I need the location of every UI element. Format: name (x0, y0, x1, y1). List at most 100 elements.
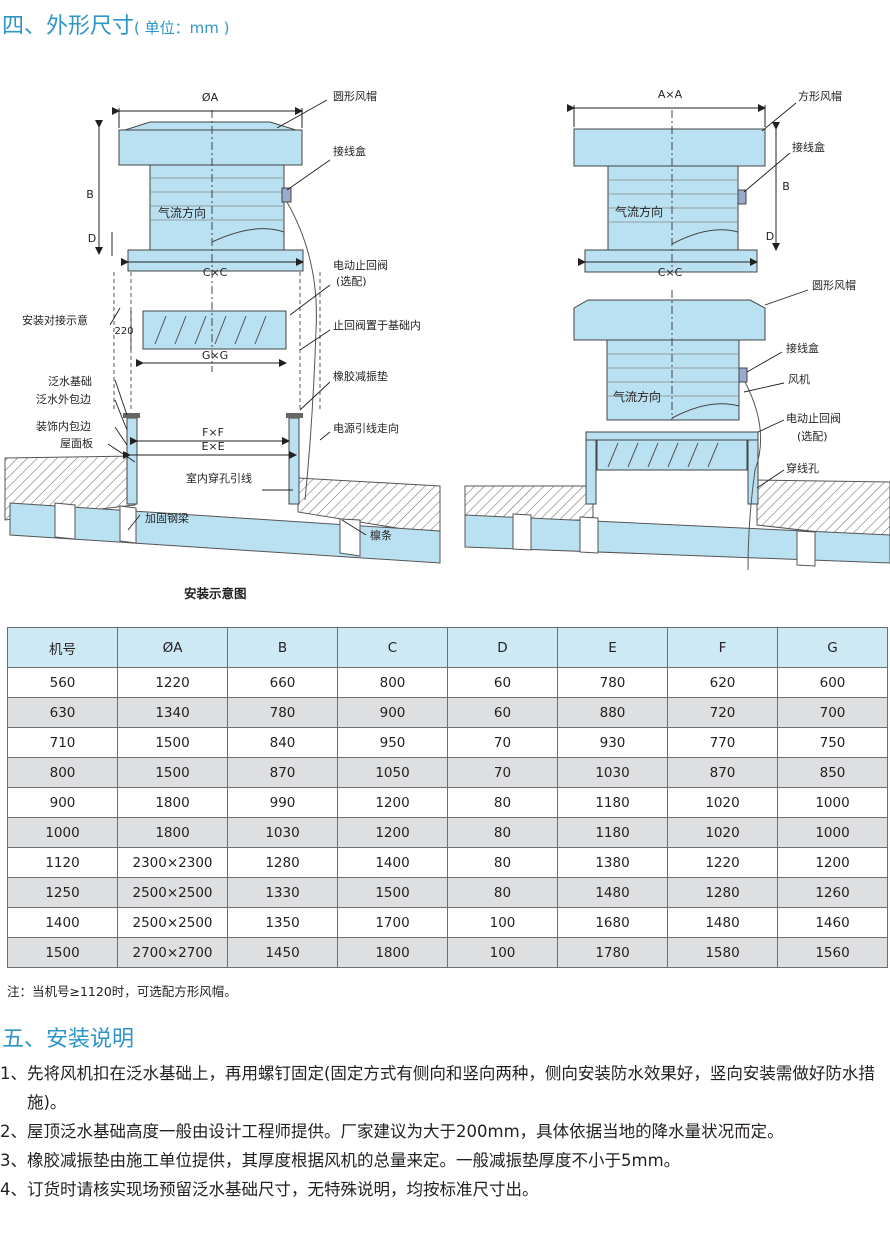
table-cell: 1680 (557, 907, 668, 938)
table-cell: 930 (557, 727, 668, 758)
table-cell: 620 (667, 667, 778, 698)
table-cell: 80 (447, 817, 558, 848)
table-cell: 1500 (7, 937, 118, 968)
table-cell: 840 (227, 727, 338, 758)
label-purlin: 檩条 (370, 528, 392, 542)
table-cell: 1120 (7, 847, 118, 878)
list-item: 4、订货时请核实现场预留泛水基础尺寸，无特殊说明，均按标准尺寸出。 (0, 1175, 890, 1204)
label-indoor-wire: 室内穿孔引线 (186, 471, 252, 485)
table-cell: 60 (447, 667, 558, 698)
label-install-hint: 安装对接示意 (22, 313, 88, 327)
table-cell: 700 (777, 697, 888, 728)
list-item: 3、橡胶减振垫由施工单位提供，其厚度根据风机的总量来定。一般减振垫厚度不小于5m… (0, 1146, 890, 1175)
label-electric-valve-right: 电动止回阀 (786, 411, 841, 425)
list-item: 2、屋顶泛水基础高度一般由设计工程师提供。厂家建议为大于200mm，具体依据当地… (0, 1117, 890, 1146)
table-cell: 1460 (777, 907, 888, 938)
dim-b-label-right: B (782, 180, 790, 193)
diagram-caption: 安装示意图 (184, 586, 247, 601)
label-fan: 风机 (788, 372, 810, 386)
table-header-row: 机号 ØA B C D E F G (7, 627, 888, 668)
dim-cxc-label-right: C×C (658, 266, 683, 279)
table-cell: 870 (227, 757, 338, 788)
table-cell: 1280 (227, 847, 338, 878)
header-cell: G (777, 627, 888, 668)
table-cell: 70 (447, 757, 558, 788)
label-flash-outer: 泛水外包边 (36, 393, 91, 406)
table-cell: 1220 (117, 667, 228, 698)
unit-label: ( 单位：mm ) (134, 19, 230, 37)
airflow-label-left: 气流方向 (158, 205, 206, 220)
dim-axa-label: A×A (658, 88, 683, 101)
table-cell: 1780 (557, 937, 668, 968)
table-cell: 720 (667, 697, 778, 728)
table-cell: 70 (447, 727, 558, 758)
table-cell: 1280 (667, 877, 778, 908)
table-cell: 710 (7, 727, 118, 758)
table-cell: 80 (447, 877, 558, 908)
table-cell: 1030 (557, 757, 668, 788)
table-cell: 1200 (337, 817, 448, 848)
label-junction-box-right-2: 接线盒 (786, 341, 819, 355)
table-cell: 1450 (227, 937, 338, 968)
label-roof-panel: 屋面板 (60, 436, 93, 450)
table-cell: 600 (777, 667, 888, 698)
table-cell: 780 (227, 697, 338, 728)
table-cell: 950 (337, 727, 448, 758)
table-cell: 560 (7, 667, 118, 698)
table-cell: 1400 (7, 907, 118, 938)
label-junction-box: 接线盒 (333, 144, 366, 158)
table-cell: 1030 (227, 817, 338, 848)
label-square-cap: 方形风帽 (798, 89, 842, 103)
table-cell: 1500 (117, 727, 228, 758)
left-drawing: ØA B D C×C G×G F×F E×E 220 气流方向 圆形风帽 接线盒… (4, 90, 441, 601)
step-text: 屋顶泛水基础高度一般由设计工程师提供。厂家建议为大于200mm，具体依据当地的降… (27, 1122, 784, 1141)
table-cell: 80 (447, 787, 558, 818)
label-flash-base: 泛水基础 (48, 375, 92, 388)
label-steel-beam: 加固钢梁 (145, 511, 189, 525)
dim-cxc-label: C×C (203, 266, 228, 279)
label-round-cap: 圆形风帽 (333, 90, 377, 103)
label-wire-hole: 穿线孔 (786, 461, 819, 475)
table-cell: 1000 (777, 787, 888, 818)
dim-phi-a-label: ØA (202, 91, 219, 104)
dim-exe-label: E×E (201, 440, 224, 453)
header-cell: D (447, 627, 558, 668)
dim-b-label: B (86, 188, 94, 201)
table-cell: 2500×2500 (117, 877, 228, 908)
table-cell: 1020 (667, 787, 778, 818)
table-cell: 850 (777, 757, 888, 788)
table-cell: 990 (227, 787, 338, 818)
table-cell: 1340 (117, 697, 228, 728)
table-cell: 1500 (117, 757, 228, 788)
table-cell: 1200 (337, 787, 448, 818)
step-number: 1、 (0, 1064, 27, 1083)
table-cell: 1560 (777, 937, 888, 968)
table-cell: 1180 (557, 817, 668, 848)
label-valve-in-base: 止回阀置于基础内 (333, 318, 421, 332)
table-cell: 1250 (7, 877, 118, 908)
right-drawing: A×A B D C×C 气流方向 气流方向 方形风帽 接线盒 圆形风帽 接线盒 … (464, 88, 890, 571)
step-number: 4、 (0, 1180, 27, 1199)
table-cell: 880 (557, 697, 668, 728)
list-item: 1、先将风机扣在泛水基础上，再用螺钉固定(固定方式有侧向和竖向两种，侧向安装防水… (0, 1059, 890, 1117)
table-cell: 1480 (667, 907, 778, 938)
label-junction-box-right: 接线盒 (792, 140, 825, 154)
table-cell: 100 (447, 907, 558, 938)
table-cell: 1330 (227, 877, 338, 908)
header-cell: ØA (117, 627, 228, 668)
step-text: 订货时请核实现场预留泛水基础尺寸，无特殊说明，均按标准尺寸出。 (27, 1180, 539, 1199)
table-cell: 1800 (337, 937, 448, 968)
installation-diagram: ØA B D C×C G×G F×F E×E 220 气流方向 圆形风帽 接线盒… (4, 88, 890, 601)
label-round-cap-right: 圆形风帽 (812, 279, 856, 292)
section-title-dimensions: 四、外形尺寸( 单位：mm ) (2, 8, 229, 40)
table-cell: 800 (7, 757, 118, 788)
table-cell: 900 (337, 697, 448, 728)
table-cell: 1380 (557, 847, 668, 878)
